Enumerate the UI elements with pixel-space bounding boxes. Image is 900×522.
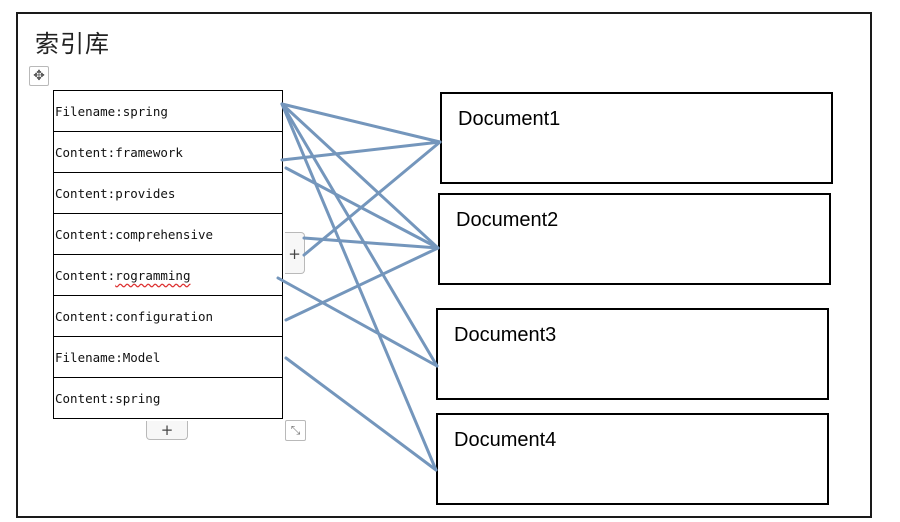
index-cell[interactable]: Content:provides (53, 172, 283, 214)
index-cell[interactable]: Content:comprehensive (53, 213, 283, 255)
add-row-button[interactable]: + (146, 421, 188, 440)
table-row: Filename:spring (53, 90, 283, 132)
document-label: Document4 (454, 429, 557, 451)
table-move-handle-icon[interactable]: ✥ (29, 66, 49, 86)
index-cell[interactable]: Filename:spring (53, 90, 283, 132)
index-cell[interactable]: Content:rogramming (53, 254, 283, 296)
index-cell-prefix: Content: (55, 267, 116, 283)
index-library-title: 索引库 (35, 30, 110, 58)
add-column-button[interactable]: + (285, 232, 305, 274)
table-row: Filename:Model (53, 336, 283, 378)
index-cell[interactable]: Content:spring (53, 377, 283, 419)
index-cell[interactable]: Content:framework (53, 131, 283, 173)
diagram-frame (16, 12, 872, 518)
document-box-1: Document1 (440, 92, 833, 184)
document-label: Document1 (458, 108, 561, 130)
table-row: Content:provides (53, 172, 283, 214)
document-box-2: Document2 (438, 193, 831, 285)
index-cell[interactable]: Content:configuration (53, 295, 283, 337)
document-label: Document2 (456, 209, 559, 231)
document-box-3: Document3 (436, 308, 829, 400)
document-box-4: Document4 (436, 413, 829, 505)
misspelled-word: rogramming (115, 267, 191, 283)
table-row: Content:spring (53, 377, 283, 419)
table-resize-handle-icon[interactable]: ⤡ (285, 420, 306, 441)
document-label: Document3 (454, 324, 557, 346)
table-row: Content:framework (53, 131, 283, 173)
table-row: Content:comprehensive (53, 213, 283, 255)
index-cell[interactable]: Filename:Model (53, 336, 283, 378)
index-table: Filename:spring Content:framework Conten… (53, 90, 283, 419)
table-row: Content:configuration (53, 295, 283, 337)
table-row: Content:rogramming (53, 254, 283, 296)
